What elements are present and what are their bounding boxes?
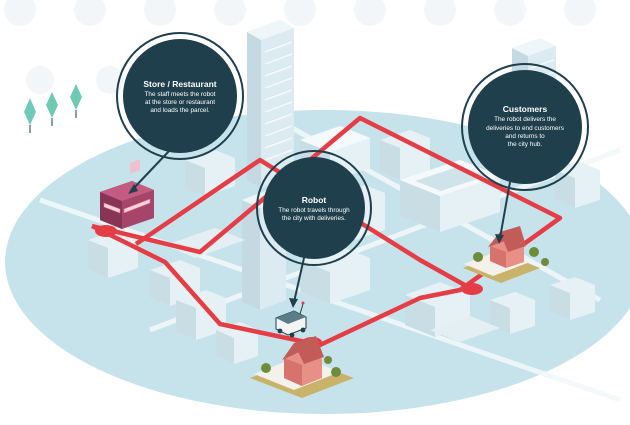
callout-store [116,32,244,194]
customer-house [250,336,354,398]
customers-callout-title: Customers [502,104,548,115]
decorative-dots [4,0,596,94]
store-callout-desc: The staff meets the robot at the store o… [145,91,216,116]
callout-customers [461,63,589,244]
customers-callout-text: Customers The robot delivers the deliver… [476,88,574,166]
desc-line: The staff meets the robot [144,90,216,98]
route-node-store [95,225,117,237]
callout-ring [116,32,244,160]
tree-icon [473,252,483,262]
tree-icon [331,367,341,377]
desc-line: The robot delivers the [494,116,556,124]
callout-robot [256,150,372,308]
callout-pointer [131,149,171,191]
desc-line: deliveries to end customers [486,124,564,132]
desc-line: The robot travels through [278,206,350,214]
store-awning-icon [103,202,121,214]
desc-line: and returns to [505,133,545,140]
tree-icon [324,356,332,364]
callout-ring [461,63,589,191]
delivery-robot-icon [275,301,307,338]
desc-line: at the store or restaurant [145,98,215,106]
callout-ring [256,150,372,266]
store-callout-text: Store / Restaurant The staff meets the r… [130,62,230,132]
tree-icon [541,258,549,266]
robot-callout-desc: The robot travels through the city with … [278,207,349,224]
route-node-customers [461,283,483,295]
customers-callout-desc: The robot delivers the deliveries to end… [486,116,564,149]
tree-icon [529,247,539,257]
store-building [100,159,154,229]
desc-line: the city with deliveries. [282,215,346,222]
callout-pointer [499,181,511,239]
tower-left [247,20,294,188]
robot-callout-text: Robot The robot travels through the city… [268,182,360,236]
desc-line: the city hub. [507,141,543,149]
callout-bubble [468,70,582,184]
tree-icon [261,363,271,373]
left-trees [24,84,82,133]
desc-line: and loads the parcel. [150,107,210,115]
plaza [430,316,500,342]
robot-callout-title: Robot [301,194,327,205]
callout-bubble [123,39,237,153]
callout-pointer [293,257,305,303]
store-callout-title: Store / Restaurant [143,78,217,89]
callout-bubble [263,157,365,259]
